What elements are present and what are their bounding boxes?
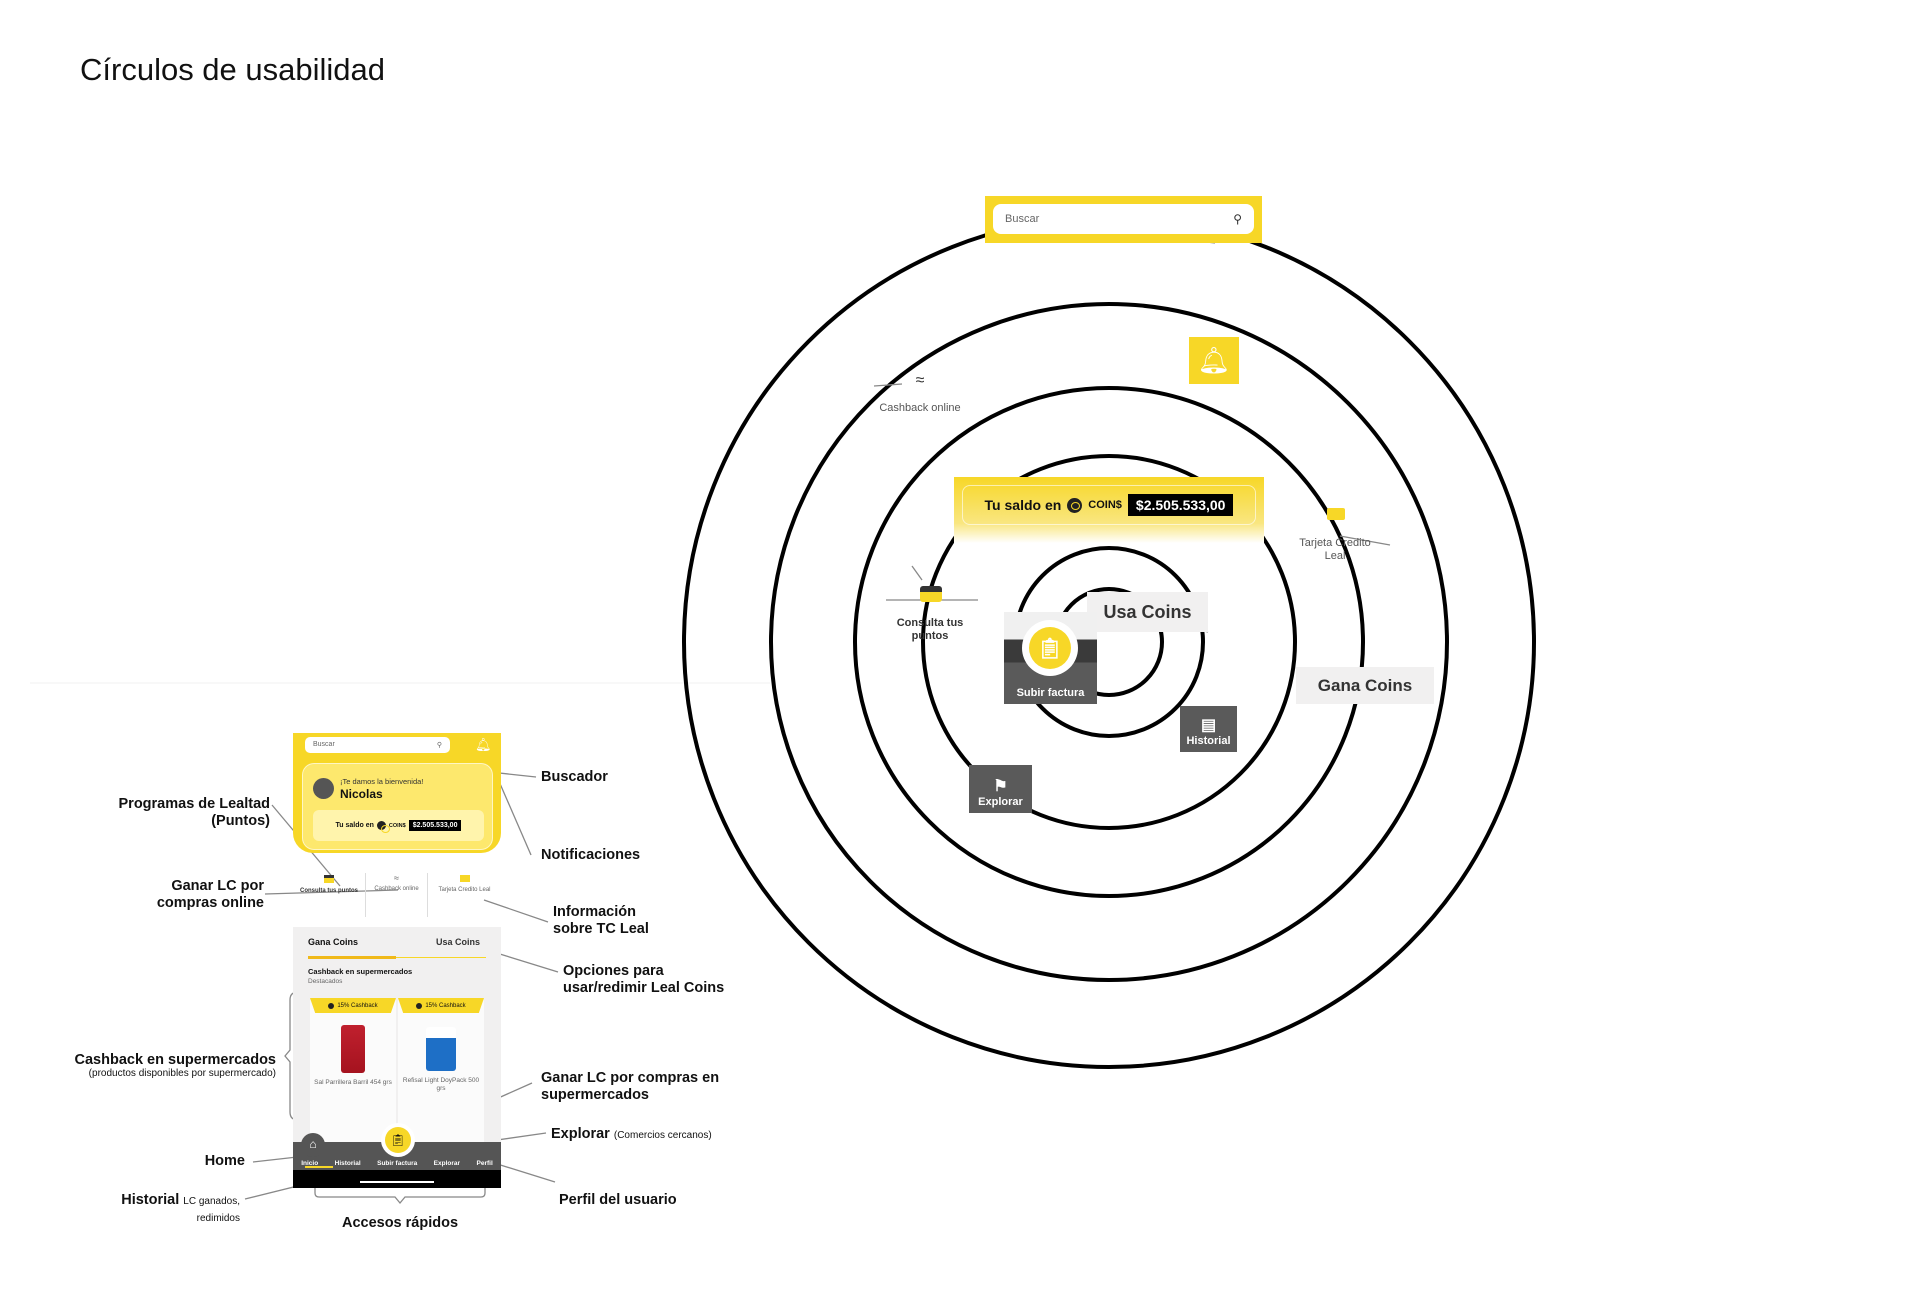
welcome-card: ¡Te damos la bienvenida! Nicolas Tu sald… [302, 763, 493, 850]
nav-historial[interactable]: Historial [334, 1160, 361, 1167]
cashback-badge: 15% Cashback [425, 1002, 466, 1009]
tarjeta-credito-label[interactable]: Tarjeta Credito Leal [1299, 537, 1371, 562]
phone-mockup: Buscar ⚲ 🔔︎ ¡Te damos la bienvenida! Nico… [293, 733, 501, 1188]
bell-icon[interactable]: 🔔︎ [475, 737, 492, 752]
tab-usa-coins[interactable]: Usa Coins [436, 937, 481, 947]
shortcut-label: Tarjeta Credito Leal [438, 887, 491, 893]
circle-ring-2 [769, 302, 1449, 982]
leal-coin-icon [1067, 497, 1083, 513]
circle-search-bar[interactable]: Buscar ⚲ [985, 196, 1262, 243]
receipt-icon: 📋︎ [385, 1127, 411, 1153]
shortcut-label: Cashback online [374, 886, 419, 892]
annotation-historial: Historial [121, 1192, 180, 1208]
receipt-icon: 📋︎ [1029, 627, 1071, 669]
shortcuts-row: Consulta tus puntos ≈Cashback online Tar… [293, 873, 501, 917]
explorar-label: Explorar [978, 796, 1023, 808]
nav-inicio[interactable]: Inicio [301, 1160, 319, 1167]
annotation-perfil: Perfil del usuario [559, 1192, 677, 1208]
annotation-programas: Programas de Lealtad (Puntos) [118, 796, 271, 829]
phone-search-bar[interactable]: Buscar ⚲ [305, 737, 450, 753]
search-icon: ⚲ [436, 742, 442, 749]
home-icon[interactable]: ⌂ [301, 1133, 325, 1157]
balance-box: Tu saldo en COIN$ $2.505.533,00 [313, 810, 484, 841]
store-icon [920, 586, 942, 602]
annotation-cashback-super: Cashback en supermercados [74, 1052, 276, 1068]
search-placeholder: Buscar [1005, 213, 1040, 225]
user-name: Nicolas [340, 787, 383, 801]
nav-subir-factura[interactable]: Subir factura [377, 1160, 418, 1167]
shortcut-label: Consulta tus puntos [300, 888, 358, 894]
nav-perfil[interactable]: Perfil [476, 1160, 493, 1167]
balance-banner: Tu saldo en COIN$ $2.505.533,00 [954, 477, 1264, 543]
product-card[interactable]: 15% Cashback Refisal Light DoyPack 500 g… [398, 998, 484, 1148]
explorar-button[interactable]: ⚑ Explorar [969, 765, 1032, 813]
welcome-text: ¡Te damos la bienvenida! [340, 777, 424, 786]
coins-tabs-panel: Gana Coins Usa Coins Cashback en superme… [293, 927, 501, 1148]
annotation-ganar-super: Ganar LC por compras en supermercados [541, 1070, 720, 1103]
balance-amount: $2.505.533,00 [408, 820, 462, 831]
home-indicator-bar [293, 1170, 501, 1188]
nav-explorar[interactable]: Explorar [433, 1160, 461, 1167]
annotation-cashback-super-sub: (productos disponibles por supermercado) [88, 1068, 276, 1079]
annotation-ganar-online: Ganar LC por compras online [156, 878, 264, 911]
search-icon: ⚲ [1233, 212, 1242, 226]
active-tab-indicator [308, 956, 396, 959]
circle-ring-4 [921, 454, 1297, 830]
consulta-puntos-label[interactable]: Consulta tus puntos [896, 617, 964, 642]
map-icon: ⚑ [993, 778, 1008, 795]
subir-factura-label: Subir factura [1016, 687, 1085, 699]
annotation-notificaciones: Notificaciones [541, 847, 641, 863]
search-placeholder: Buscar [313, 741, 335, 748]
annotation-informacion: Información sobre TC Leal [553, 904, 649, 937]
usa-coins-tab[interactable]: Usa Coins [1087, 592, 1208, 632]
subir-factura-button[interactable]: 📋︎ Subir factura [1004, 612, 1097, 704]
subir-factura-fab[interactable]: 📋︎ [381, 1123, 415, 1157]
shortcut-tarjeta[interactable]: Tarjeta Credito Leal [428, 873, 501, 917]
credit-card-icon [1327, 508, 1345, 520]
circle-ring-3 [853, 386, 1365, 898]
product-image [341, 1025, 365, 1073]
annotation-opciones: Opciones para usar/redimir Leal Coins [563, 963, 725, 996]
leal-coin-icon [376, 821, 390, 833]
tab-gana-coins[interactable]: Gana Coins [308, 937, 359, 947]
balance-prefix: Tu saldo en [335, 822, 374, 829]
annotation-explorar-sub: (Comercios cercanos) [613, 1130, 712, 1141]
coin-label: COIN$ [388, 822, 406, 829]
page-title: Círculos de usabilidad [80, 52, 386, 87]
product-image [426, 1027, 456, 1071]
shortcut-cashback-online[interactable]: ≈Cashback online [366, 873, 428, 917]
gana-coins-tab[interactable]: Gana Coins [1296, 667, 1434, 704]
coin-label: COIN$ [1088, 499, 1122, 511]
annotation-explorar: Explorar [551, 1126, 610, 1142]
balance-amount: $2.505.533,00 [1127, 494, 1234, 516]
product-card[interactable]: 15% Cashback Sal Parrillera Barril 454 g… [310, 998, 396, 1148]
section-title: Cashback en supermercados [308, 967, 413, 976]
product-name: Refisal Light DoyPack 500 grs [402, 1077, 480, 1092]
cashback-badge: 15% Cashback [337, 1002, 378, 1009]
annotation-home: Home [204, 1153, 245, 1169]
annotation-accesos: Accesos rápidos [341, 1215, 459, 1231]
balance-prefix: Tu saldo en [984, 497, 1062, 513]
list-icon: ▤ [1200, 717, 1217, 734]
bell-icon[interactable]: 🔔︎ [1189, 337, 1239, 384]
product-name: Sal Parrillera Barril 454 grs [314, 1079, 392, 1086]
historial-button[interactable]: ▤ Historial [1180, 706, 1237, 752]
circle-ring-1 [682, 215, 1536, 1069]
wifi-icon: ≈ [915, 372, 925, 389]
shortcut-consulta[interactable]: Consulta tus puntos [293, 873, 366, 917]
annotation-buscador: Buscador [541, 769, 608, 785]
historial-label: Historial [1186, 735, 1231, 747]
annotation-historial-sub: LC ganados, [183, 1196, 240, 1207]
section-subtitle: Destacados [308, 978, 343, 985]
cashback-online-label[interactable]: Cashback online [879, 402, 961, 414]
avatar [313, 778, 334, 799]
annotation-historial-sub2: redimidos [196, 1213, 240, 1224]
